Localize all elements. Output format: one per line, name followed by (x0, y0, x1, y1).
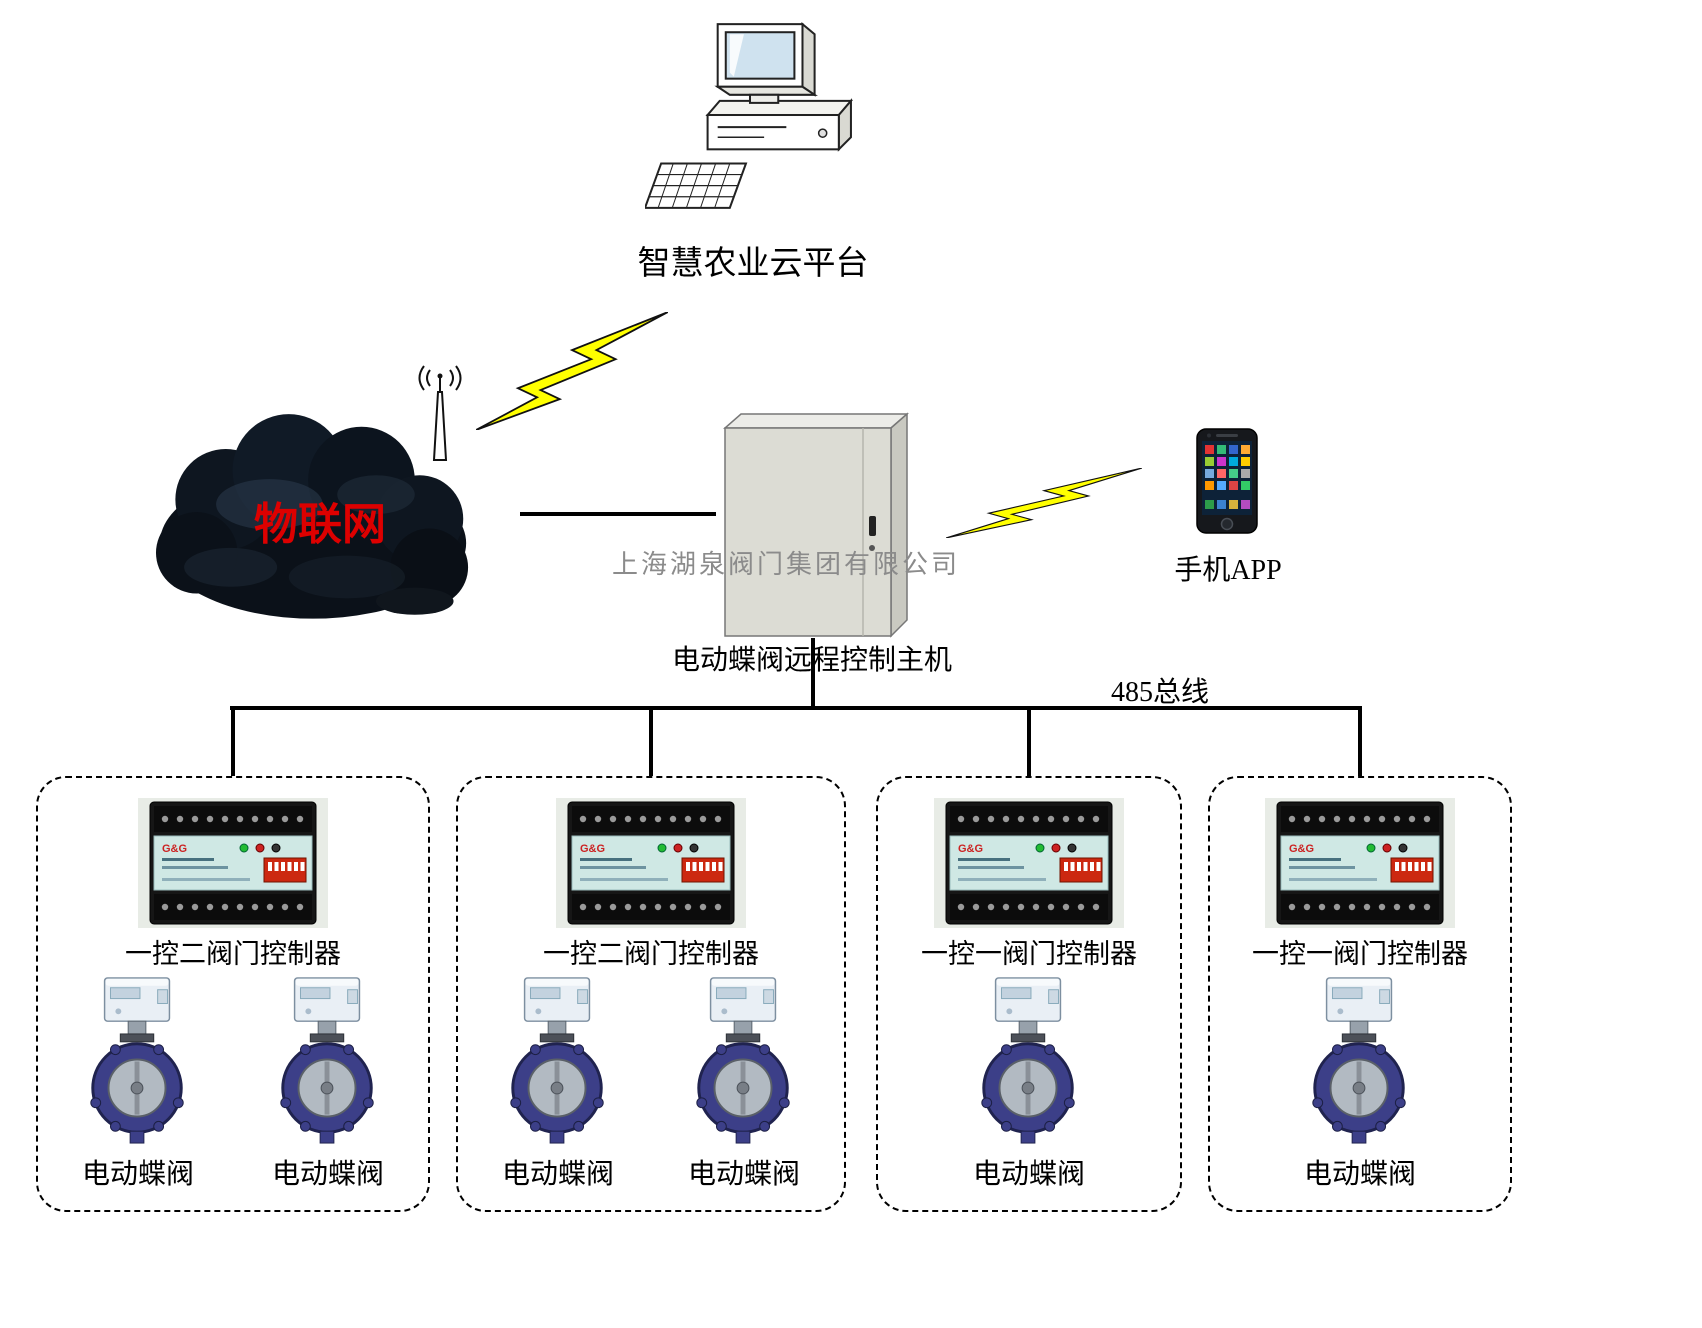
valve-label: 电动蝶阀 (272, 1159, 385, 1190)
controller-label: 一控二阀门控制器 (125, 939, 341, 969)
smartphone-icon (1196, 428, 1258, 534)
valve-unit: 电动蝶阀 (688, 974, 801, 1192)
valve-group-3: 一控一阀门控制器 电动蝶阀 (876, 776, 1182, 1212)
valve-label: 电动蝶阀 (1304, 1159, 1417, 1190)
valve-row: 电动蝶阀 电动蝶阀 (38, 974, 428, 1192)
bus-drop-4 (1358, 708, 1362, 778)
company-watermark: 上海湖泉阀门集团有限公司 (611, 550, 961, 579)
antenna-icon (412, 362, 468, 462)
valve-row: 电动蝶阀 (878, 974, 1180, 1192)
valve-unit: 电动蝶阀 (502, 974, 615, 1192)
bus-drop-2 (649, 708, 653, 778)
valve-label: 电动蝶阀 (82, 1159, 195, 1190)
butterfly-valve-icon (979, 974, 1079, 1146)
butterfly-valve-icon (508, 974, 608, 1146)
bus-drop-3 (1027, 708, 1031, 778)
phone-app-label: 手机APP (1174, 555, 1282, 586)
valve-group-4: 一控一阀门控制器 电动蝶阀 (1208, 776, 1512, 1212)
lightning-bolt-icon (946, 468, 1142, 538)
valve-controller-icon (138, 798, 328, 928)
cloud-platform-label: 智慧农业云平台 (637, 246, 869, 282)
valve-group-2: 一控二阀门控制器 电动蝶阀 电动蝶阀 (456, 776, 846, 1212)
valve-unit: 电动蝶阀 (973, 974, 1086, 1192)
bus-label: 485总线 (1110, 677, 1210, 708)
valve-group-1: 一控二阀门控制器 电动蝶阀 电动蝶阀 (36, 776, 430, 1212)
butterfly-valve-icon (1310, 974, 1410, 1146)
butterfly-valve-icon (278, 974, 378, 1146)
connector-host-to-bus (811, 638, 815, 708)
bus-drop-1 (231, 708, 235, 778)
valve-label: 电动蝶阀 (973, 1159, 1086, 1190)
desktop-computer-icon (645, 14, 857, 216)
valve-controller-icon (556, 798, 746, 928)
valve-controller-icon (1265, 798, 1455, 928)
connector-cloud-to-host (520, 512, 716, 516)
valve-controller-icon (934, 798, 1124, 928)
valve-label: 电动蝶阀 (688, 1159, 801, 1190)
bus-line-485 (230, 706, 1362, 710)
lightning-bolt-icon (476, 312, 668, 430)
controller-label: 一控一阀门控制器 (921, 939, 1137, 969)
controller-label: 一控二阀门控制器 (543, 939, 759, 969)
valve-row: 电动蝶阀 电动蝶阀 (458, 974, 844, 1192)
iot-label: 物联网 (254, 500, 386, 549)
valve-row: 电动蝶阀 (1210, 974, 1510, 1192)
control-cabinet-icon (714, 408, 916, 638)
valve-label: 电动蝶阀 (502, 1159, 615, 1190)
butterfly-valve-icon (694, 974, 794, 1146)
valve-unit: 电动蝶阀 (82, 974, 195, 1192)
valve-unit: 电动蝶阀 (272, 974, 385, 1192)
controller-label: 一控一阀门控制器 (1252, 939, 1468, 969)
butterfly-valve-icon (88, 974, 188, 1146)
valve-unit: 电动蝶阀 (1304, 974, 1417, 1192)
